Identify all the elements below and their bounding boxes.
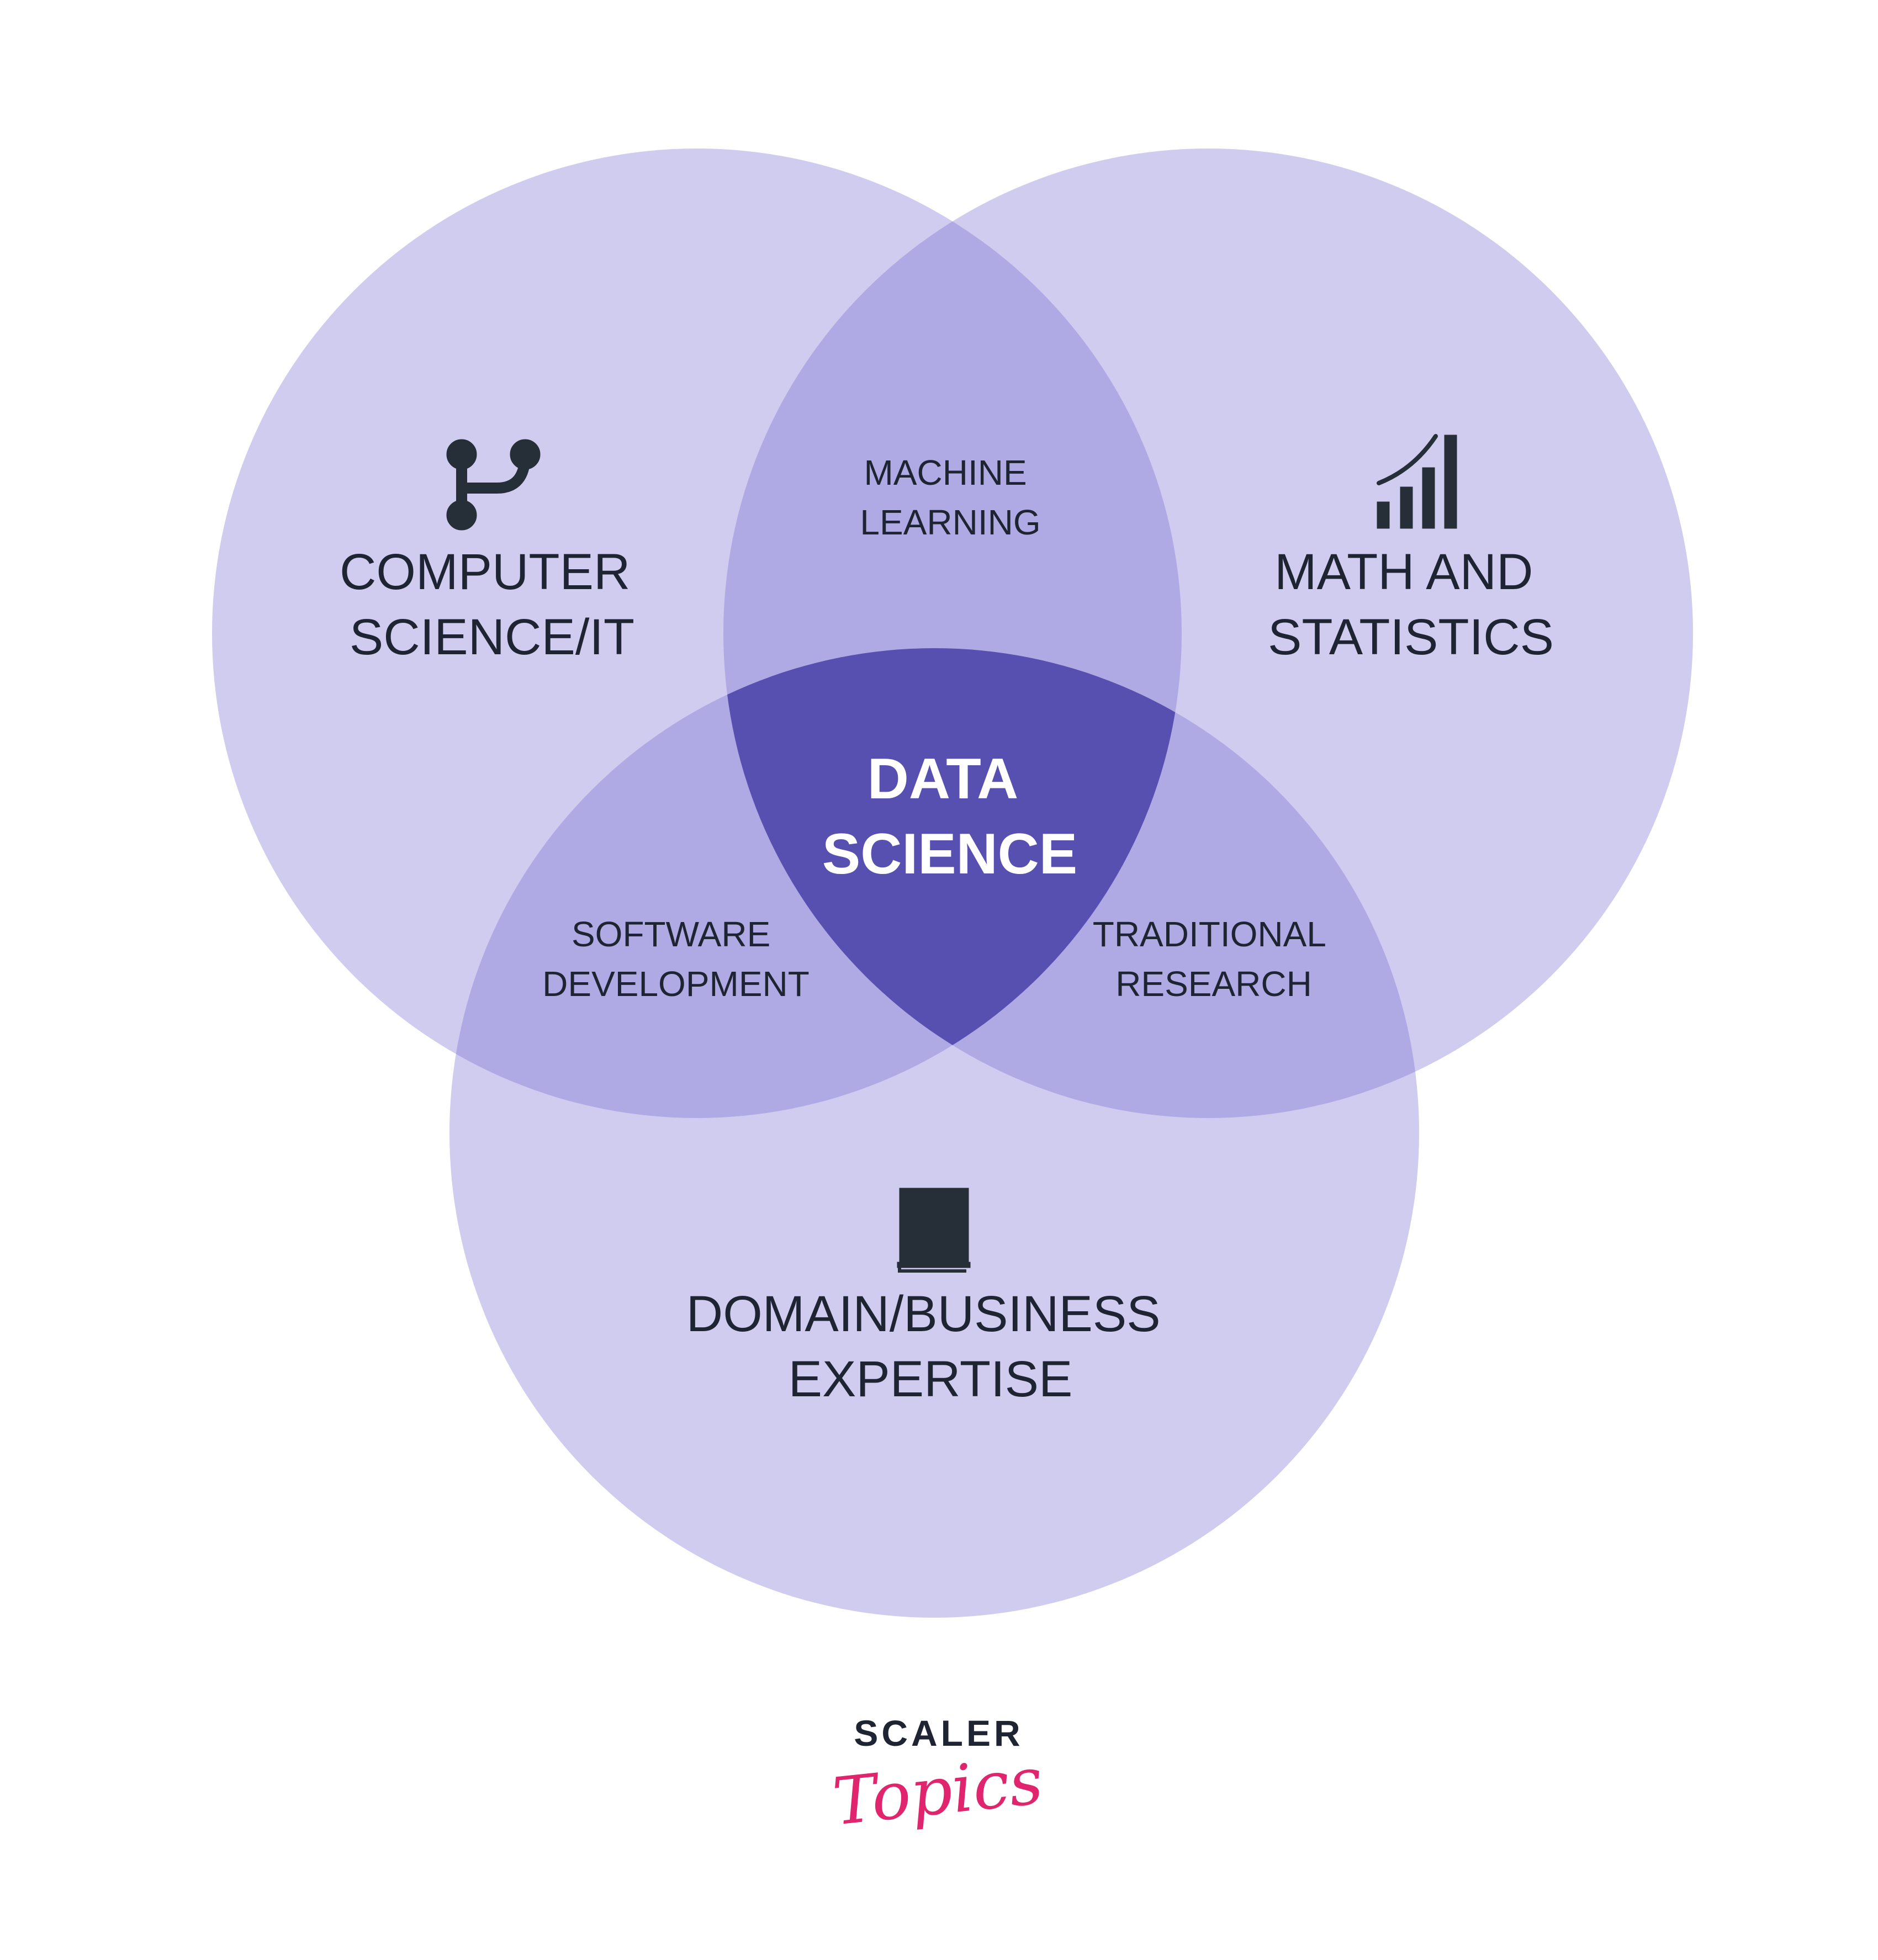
logo-scaler-text: SCALER: [854, 1713, 1023, 1754]
computer-science-label: COMPUTER SCIENCE/IT: [340, 544, 644, 665]
math-statistics-label-line: MATH AND: [1274, 544, 1533, 600]
bar-chart-icon: [1377, 434, 1457, 529]
software-development-label: SOFTWARE DEVELOPMENT: [542, 914, 810, 1004]
data-science-label: DATA SCIENCE: [822, 747, 1077, 886]
machine-learning-label-line: MACHINE: [864, 453, 1027, 492]
software-development-label-line: DEVELOPMENT: [542, 964, 810, 1004]
traditional-research-label-line: TRADITIONAL: [1093, 914, 1326, 954]
domain-expertise-label-line: DOMAIN/BUSINESS: [686, 1286, 1161, 1342]
data-science-label-line: DATA: [867, 747, 1017, 811]
machine-learning-label: MACHINE LEARNING: [860, 453, 1040, 542]
book-icon: [897, 1188, 971, 1273]
machine-learning-label-line: LEARNING: [860, 502, 1040, 542]
computer-science-label-line: COMPUTER: [340, 544, 630, 600]
domain-expertise-label-line: EXPERTISE: [789, 1351, 1073, 1407]
computer-science-label-line: SCIENCE/IT: [350, 609, 634, 665]
logo-topics-text: Topics: [829, 1742, 1046, 1840]
software-development-label-line: SOFTWARE: [572, 914, 770, 954]
scaler-topics-logo: SCALER Topics: [829, 1713, 1046, 1840]
math-statistics-label-line: STATISTICS: [1268, 609, 1554, 665]
traditional-research-label-line: RESEARCH: [1115, 964, 1312, 1004]
overlap-traditional-research: [723, 648, 1419, 1118]
domain-expertise-label: DOMAIN/BUSINESS EXPERTISE: [686, 1286, 1175, 1407]
branch-icon: [446, 439, 541, 531]
math-statistics-label: MATH AND STATISTICS: [1268, 544, 1554, 665]
traditional-research-label: TRADITIONAL RESEARCH: [1093, 914, 1335, 1004]
data-science-label-line: SCIENCE: [822, 822, 1077, 886]
